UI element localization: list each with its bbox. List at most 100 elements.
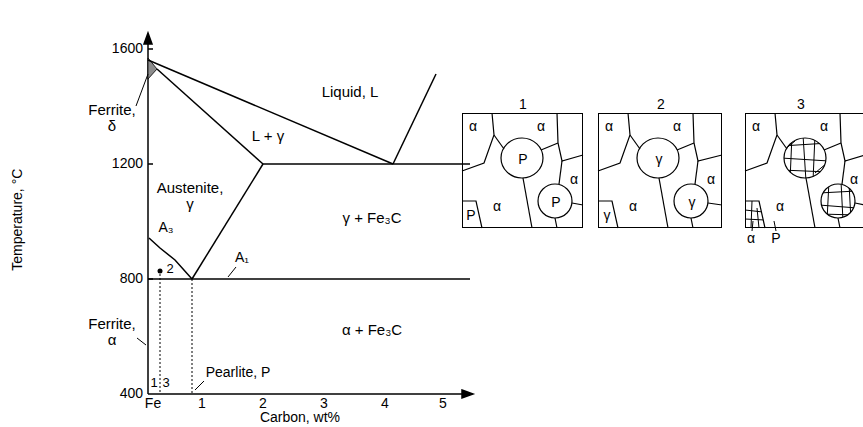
grain-label: γ bbox=[604, 208, 611, 222]
leader-line bbox=[752, 221, 753, 231]
grain-label: γ bbox=[689, 195, 696, 209]
pearlite-cells bbox=[781, 135, 829, 181]
microstructure-panel: 3αααα bbox=[745, 113, 863, 228]
alloy-point bbox=[158, 269, 163, 274]
austenite-grain bbox=[637, 138, 679, 178]
liquidus-line bbox=[148, 60, 393, 164]
line-label: A₁ bbox=[235, 250, 249, 265]
axis-arrow bbox=[144, 33, 152, 44]
grain-boundary bbox=[557, 113, 583, 161]
pearlite-cells bbox=[819, 181, 857, 221]
leader-line bbox=[137, 338, 146, 345]
grain-boundary bbox=[691, 203, 722, 228]
tick-label: Fe bbox=[145, 396, 161, 411]
grain-label: P bbox=[518, 152, 527, 166]
point-label: 2 bbox=[166, 262, 173, 276]
composition-line bbox=[192, 279, 193, 394]
grain-boundary bbox=[630, 135, 640, 149]
pearlite-cells bbox=[745, 201, 765, 228]
pearlite-cell bbox=[819, 181, 857, 221]
a3-line bbox=[149, 238, 192, 279]
grain-label: γ bbox=[656, 152, 663, 166]
phase-label: L + γ bbox=[252, 128, 284, 145]
line-label: A₃ bbox=[158, 220, 173, 235]
grain-label: α bbox=[493, 199, 501, 213]
leader-line bbox=[195, 381, 204, 390]
phase-label: Pearlite, P bbox=[206, 365, 271, 380]
grain-boundary bbox=[462, 113, 494, 171]
temperature-axis bbox=[147, 40, 149, 394]
solidus-line bbox=[157, 69, 263, 164]
panel-number: 3 bbox=[797, 97, 805, 111]
grain-label: P bbox=[466, 208, 475, 222]
eutectic-line bbox=[263, 163, 470, 165]
grain-label: α bbox=[605, 119, 613, 133]
tick-label: 400 bbox=[120, 386, 143, 401]
a1-line bbox=[148, 278, 470, 280]
grain-boundaries bbox=[745, 113, 863, 228]
grain-label: α bbox=[673, 119, 681, 133]
carbon-axis bbox=[148, 393, 464, 395]
grain-label: α bbox=[537, 119, 545, 133]
leader-lines bbox=[752, 221, 776, 231]
panel-number: 1 bbox=[519, 97, 527, 111]
grain-boundary bbox=[659, 178, 668, 228]
phase-callout: α bbox=[747, 231, 755, 246]
grain-boundary bbox=[777, 135, 787, 149]
grain-label: α bbox=[850, 172, 858, 186]
tick-label: 5 bbox=[439, 396, 447, 411]
grain-boundary bbox=[842, 161, 845, 184]
grain-boundary bbox=[677, 143, 694, 150]
phase-label: α + Fe₃C bbox=[342, 322, 402, 339]
grain-boundary bbox=[541, 143, 558, 150]
composition-line bbox=[160, 274, 161, 394]
point-label: 1 bbox=[150, 376, 157, 390]
leader-line bbox=[136, 74, 148, 106]
grain-boundaries bbox=[462, 113, 583, 228]
grain-boundaries bbox=[598, 113, 722, 228]
leader-line bbox=[228, 267, 236, 277]
microstructure-panel: 2ααγααγγ bbox=[598, 113, 722, 228]
pearlite-cell bbox=[781, 135, 829, 181]
axis-title: Temperature, °C bbox=[10, 169, 25, 271]
grain-label: α bbox=[707, 172, 715, 186]
pearlite-grain bbox=[501, 138, 543, 178]
axis-title: Carbon, wt% bbox=[260, 410, 340, 425]
grain-label: α bbox=[752, 119, 760, 133]
grain-boundary bbox=[840, 113, 863, 161]
pearlite-cell bbox=[745, 201, 765, 228]
austenite-grain bbox=[674, 184, 708, 218]
grain-boundary bbox=[559, 161, 562, 184]
grain-boundary bbox=[494, 135, 504, 149]
phase-label: Ferrite, α bbox=[86, 316, 138, 349]
point-label: 3 bbox=[162, 376, 169, 390]
leader-line bbox=[774, 221, 776, 231]
phase-callout: P bbox=[771, 231, 780, 246]
pearlite-grain bbox=[538, 184, 572, 218]
phase-label: γ + Fe₃C bbox=[342, 210, 401, 227]
axis-arrow bbox=[462, 390, 473, 398]
tick-label: 1600 bbox=[112, 41, 143, 56]
tick-label: 1200 bbox=[112, 156, 143, 171]
panel-number: 2 bbox=[657, 97, 665, 111]
grain-boundary bbox=[745, 113, 777, 171]
grain-boundary bbox=[598, 113, 630, 171]
grain-boundary bbox=[693, 113, 722, 161]
grain-label: P bbox=[551, 195, 560, 209]
grain-boundary bbox=[695, 161, 698, 184]
phase-label: Liquid, L bbox=[322, 84, 379, 101]
grain-boundary bbox=[462, 201, 482, 228]
grain-boundary bbox=[806, 178, 815, 228]
phase-label: Austenite, γ bbox=[154, 180, 226, 213]
tick-label: 4 bbox=[381, 396, 389, 411]
grain-boundary bbox=[523, 178, 532, 228]
grain-boundary bbox=[745, 201, 765, 228]
grain-label: α bbox=[629, 199, 637, 213]
grain-label: α bbox=[820, 119, 828, 133]
grain-label: α bbox=[776, 199, 784, 213]
grain-boundary bbox=[824, 143, 841, 150]
axis-tick bbox=[148, 49, 153, 279]
tick-label: 1 bbox=[198, 396, 206, 411]
